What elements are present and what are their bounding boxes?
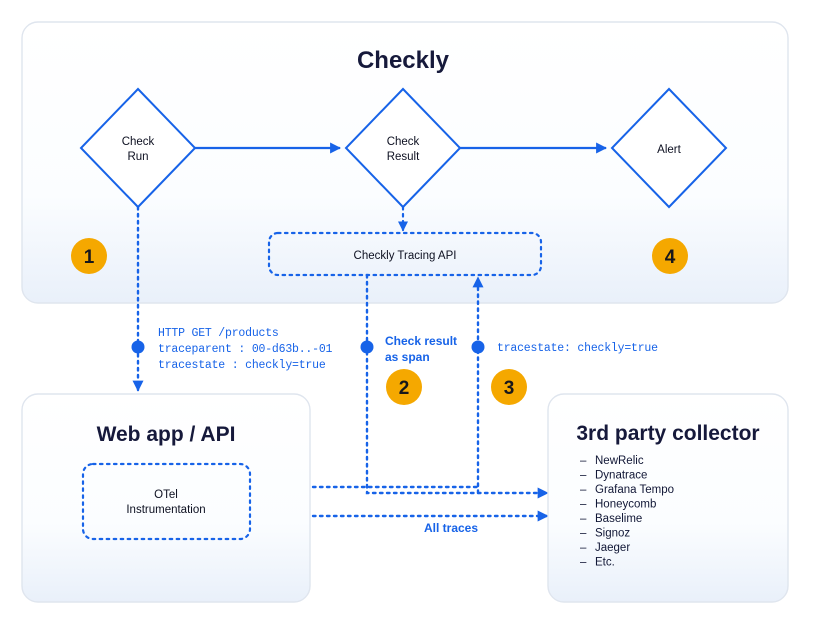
panel-collector: 3rd party collector — [547, 393, 789, 603]
tracing-api-label: Checkly Tracing API — [354, 250, 457, 262]
badge-2-circle — [386, 369, 422, 405]
list-label-1: Dynatrace — [595, 470, 647, 482]
badge-2-number: 2 — [399, 378, 410, 399]
list-bullet-1: – — [580, 470, 587, 482]
flow-dot-2 — [360, 340, 374, 354]
otel-label-line2: Instrumentation — [126, 504, 205, 516]
otel-instrumentation-box[interactable]: OTel Instrumentation — [81, 462, 252, 541]
list-bullet-0: – — [580, 455, 587, 467]
annotation-http-request: HTTP GET /products — [158, 327, 279, 340]
list-label-6: Jaeger — [595, 542, 630, 554]
collector-panel-frame — [547, 393, 789, 603]
badge-1: 1 — [71, 238, 107, 274]
list-item: – Signoz — [580, 528, 630, 540]
check-run-label-line2: Run — [127, 151, 148, 163]
check-result-label-line1: Check — [387, 136, 420, 148]
check-run-label-line1: Check — [122, 136, 155, 148]
badge-1-circle — [71, 238, 107, 274]
badge-4: 4 — [652, 238, 688, 274]
badge-1-number: 1 — [84, 247, 95, 268]
badge-3-number: 3 — [504, 378, 515, 399]
node-alert[interactable]: Alert — [610, 87, 728, 209]
list-label-2: Grafana Tempo — [595, 484, 674, 496]
collector-list: – NewRelic – Dynatrace – Grafana Tempo –… — [580, 455, 674, 569]
list-bullet-2: – — [580, 484, 587, 496]
panel-title-checkly: Checkly — [357, 47, 450, 74]
panel-title-webapp: Web app / API — [97, 423, 236, 446]
list-label-0: NewRelic — [595, 455, 644, 467]
badge-3: 3 — [491, 369, 527, 405]
annotation-tracestate-left: tracestate : checkly=true — [158, 359, 326, 372]
webapp-panel-frame — [21, 393, 311, 603]
annotation-tracestate-right: tracestate: checkly=true — [497, 342, 658, 355]
list-item: – Honeycomb — [580, 499, 656, 511]
annotation-check-result-as-span-line1: Check result — [385, 334, 457, 348]
otel-label-line1: OTel — [154, 489, 178, 501]
node-check-run[interactable]: Check Run — [79, 87, 197, 209]
badge-2: 2 — [386, 369, 422, 405]
list-bullet-6: – — [580, 542, 587, 554]
panel-webapp: Web app / API — [21, 393, 311, 603]
checkly-tracing-api-box[interactable]: Checkly Tracing API — [267, 231, 543, 277]
list-label-3: Honeycomb — [595, 499, 656, 511]
panel-title-collector: 3rd party collector — [576, 422, 759, 445]
alert-diamond — [610, 87, 728, 209]
list-item: – Grafana Tempo — [580, 484, 674, 496]
badge-3-circle — [491, 369, 527, 405]
annotation-all-traces: All traces — [424, 521, 478, 535]
annotation-check-result-as-span-line2: as span — [385, 350, 430, 364]
list-label-5: Signoz — [595, 528, 630, 540]
otel-frame — [81, 462, 252, 541]
flow-dot-3 — [471, 340, 485, 354]
list-item: – NewRelic — [580, 455, 644, 467]
list-item: – Dynatrace — [580, 470, 647, 482]
badge-4-circle — [652, 238, 688, 274]
check-result-label-line2: Result — [387, 151, 420, 163]
tracing-api-frame — [267, 231, 543, 277]
badge-4-number: 4 — [665, 247, 676, 268]
list-bullet-7: – — [580, 557, 587, 569]
list-bullet-5: – — [580, 528, 587, 540]
flow-dot-1 — [131, 340, 145, 354]
alert-label: Alert — [657, 144, 681, 156]
list-bullet-4: – — [580, 513, 587, 525]
list-item: – Jaeger — [580, 542, 630, 554]
list-label-7: Etc. — [595, 557, 615, 569]
list-label-4: Baselime — [595, 513, 642, 525]
list-bullet-3: – — [580, 499, 587, 511]
list-item: – Baselime — [580, 513, 642, 525]
node-check-result[interactable]: Check Result — [344, 87, 462, 209]
annotation-traceparent: traceparent : 00-d63b..-01 — [158, 343, 333, 356]
list-item: – Etc. — [580, 557, 615, 569]
